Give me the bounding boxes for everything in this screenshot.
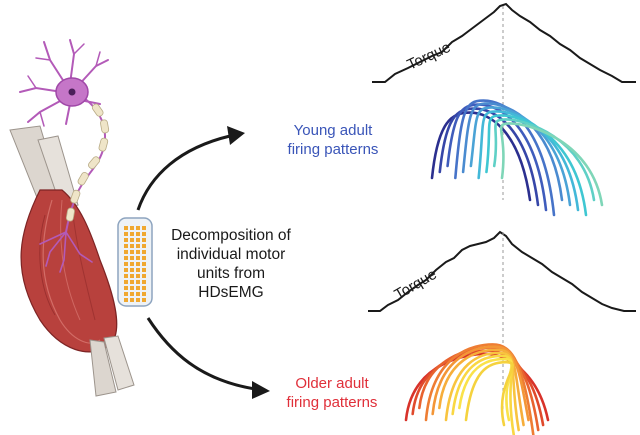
electrode-dot	[142, 262, 146, 266]
electrode-dot	[142, 238, 146, 242]
electrode-dot	[130, 268, 134, 272]
older-firing-curves	[404, 343, 550, 435]
electrode-dot	[130, 262, 134, 266]
torque-label-top: Torque	[405, 39, 454, 74]
arrow-to-older	[146, 317, 270, 399]
firing-curve	[499, 122, 604, 207]
center-label-line4: HDsEMG	[198, 284, 264, 301]
firing-curve	[444, 351, 520, 432]
firing-curve	[477, 110, 580, 212]
firing-curve	[454, 99, 556, 217]
myelin-sheath	[65, 103, 110, 222]
young-label-line2: firing patterns	[287, 141, 379, 158]
center-label-line1: Decomposition of	[171, 227, 291, 244]
electrode-dot	[136, 232, 140, 236]
firing-curve	[464, 360, 514, 427]
electrode-dot	[130, 256, 134, 260]
electrode-dot	[124, 232, 128, 236]
electrode-dot	[124, 298, 128, 302]
firing-curve	[469, 106, 572, 207]
firing-curve	[492, 118, 596, 202]
electrode-dot	[124, 268, 128, 272]
electrode-dot	[124, 226, 128, 230]
firing-curve	[438, 348, 525, 427]
electrode-dot	[136, 262, 140, 266]
electrode-dot	[142, 280, 146, 284]
electrode-dot	[136, 226, 140, 230]
electrode-dot	[136, 286, 140, 290]
firing-curve	[431, 345, 530, 422]
firing-curve	[458, 357, 514, 422]
electrode-dot	[130, 244, 134, 248]
electrode-dot	[124, 256, 128, 260]
electrode-dot	[136, 292, 140, 296]
electrode-dot	[136, 280, 140, 284]
electrode-dot	[142, 298, 146, 302]
electrode-dot	[124, 244, 128, 248]
electrode-dot	[136, 238, 140, 242]
electrode-dot	[124, 292, 128, 296]
torque-trace-bottom	[368, 230, 636, 312]
electrode-dot	[130, 274, 134, 278]
electrode-dot	[136, 244, 140, 248]
electrode-dot	[136, 250, 140, 254]
electrode-dot	[136, 298, 140, 302]
electrode-dot	[130, 238, 134, 242]
electrode-dot	[124, 280, 128, 284]
young-firing-curves	[430, 99, 604, 217]
torque-trace-top	[372, 2, 636, 83]
older-label-line1: Older adult	[295, 375, 369, 392]
electrode-dot	[124, 262, 128, 266]
electrode-dot	[124, 274, 128, 278]
electrode-dot	[142, 232, 146, 236]
electrode-dot	[124, 286, 128, 290]
young-label-line1: Young adult	[293, 122, 373, 139]
hdsemg-electrode-grid	[117, 217, 153, 307]
older-label-line2: firing patterns	[286, 394, 378, 411]
electrode-dot	[136, 268, 140, 272]
electrode-dot	[136, 256, 140, 260]
firing-curve	[451, 354, 516, 435]
electrode-dot	[130, 280, 134, 284]
electrode-dot	[130, 292, 134, 296]
electrode-dot	[124, 238, 128, 242]
center-label-line2: individual motor	[176, 246, 286, 263]
electrode-dot	[130, 226, 134, 230]
electrode-dot	[142, 286, 146, 290]
electrode-dot	[142, 226, 146, 230]
electrode-dot	[130, 286, 134, 290]
electrode-dot	[142, 292, 146, 296]
electrode-dot	[124, 250, 128, 254]
electrode-dot	[130, 250, 134, 254]
center-label-line3: units from	[196, 265, 266, 282]
torque-label-bottom: Torque	[392, 266, 440, 304]
electrode-dot	[142, 256, 146, 260]
electrode-dot	[130, 298, 134, 302]
arrow-to-young	[136, 126, 245, 211]
young-adult-label: Young adult firing patterns	[268, 121, 398, 159]
electrode-dot	[142, 244, 146, 248]
electrode-dot	[142, 250, 146, 254]
older-adult-label: Older adult firing patterns	[272, 374, 392, 412]
electrode-dot	[142, 268, 146, 272]
firing-curve	[424, 343, 535, 435]
electrode-dot	[142, 274, 146, 278]
muscle-illustration	[9, 125, 135, 397]
firing-curve	[461, 102, 564, 202]
electrode-dot	[130, 232, 134, 236]
decomposition-label: Decomposition of individual motor units …	[156, 226, 306, 302]
firing-curve	[485, 114, 588, 217]
electrode-dot	[136, 274, 140, 278]
neuron-nucleus	[68, 88, 76, 96]
firing-curve	[430, 111, 532, 202]
